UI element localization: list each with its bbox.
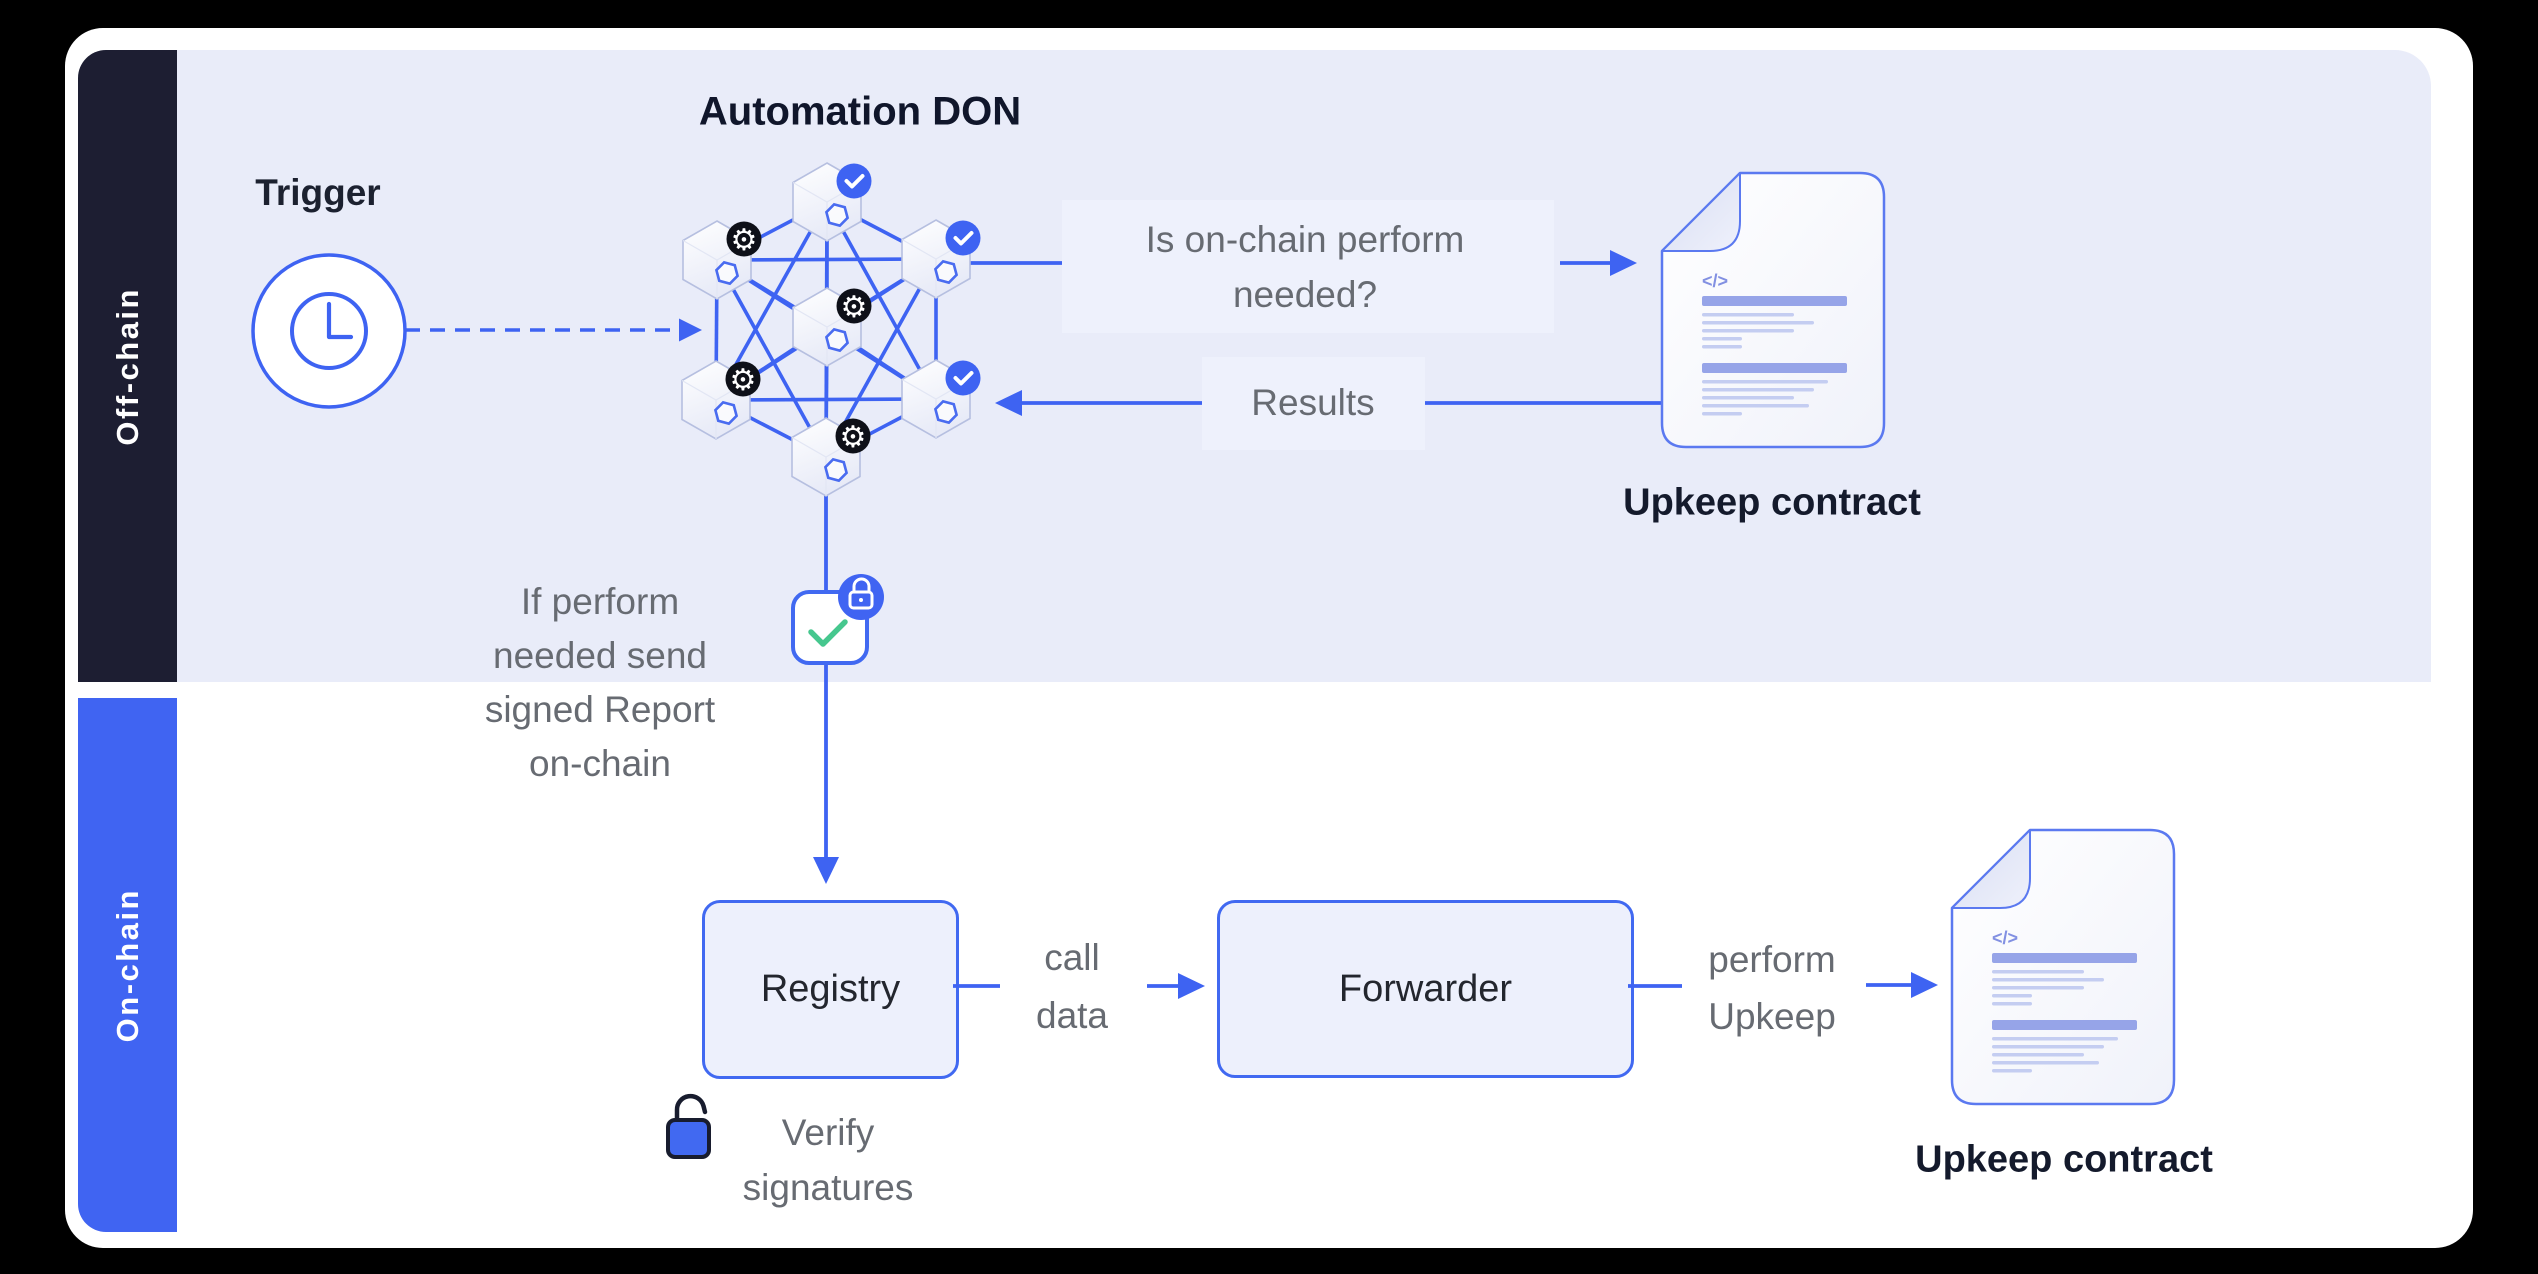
don-node (901, 219, 981, 299)
lock-badge-icon (838, 574, 884, 620)
connectors (813, 250, 1938, 999)
forwarder-box: Forwarder (1217, 900, 1634, 1078)
report-note-line-1: If perform (520, 581, 680, 622)
checkmark-badge-icon (945, 360, 981, 396)
results-label: Results (1251, 382, 1375, 423)
checkmark-badge-icon (836, 163, 872, 199)
call-data-line-1: call (1044, 937, 1100, 978)
don-node: ⚙ (792, 287, 872, 367)
report-note-line-3: signed Report (484, 689, 716, 730)
report-note-line-2: needed send (493, 635, 707, 676)
chainlink-hexagon-icon (713, 400, 739, 426)
question-line-2: needed? (1232, 274, 1378, 315)
trigger-label: Trigger (255, 172, 381, 213)
open-padlock-icon (666, 1093, 711, 1159)
report-note-line-4: on-chain (529, 743, 671, 784)
question-label-box (1062, 200, 1554, 333)
upkeep-contract-label-top: Upkeep contract (1623, 481, 1921, 524)
don-title: Automation DON (698, 89, 1022, 134)
upkeep-contract-icon-top (1660, 171, 1886, 449)
don-node (901, 359, 981, 439)
chainlink-hexagon-icon (824, 327, 850, 353)
check-icon (808, 619, 848, 647)
clock-icon (251, 253, 407, 409)
don-node (792, 162, 872, 242)
gear-badge-icon: ⚙ (726, 221, 762, 257)
forwarder-label: Forwarder (1338, 967, 1513, 1010)
svg-text:⚙: ⚙ (731, 224, 758, 257)
upkeep-contract-label-bottom: Upkeep contract (1915, 1138, 2213, 1181)
offchain-section-bar: Off-chain (78, 50, 177, 682)
onchain-section-bar: On-chain (78, 698, 177, 1232)
gear-badge-icon: ⚙ (725, 361, 761, 397)
trigger-arrow (405, 318, 702, 342)
upkeep-contract-icon-bottom (1950, 828, 2176, 1106)
chainlink-hexagon-icon (824, 202, 850, 228)
svg-text:⚙: ⚙ (730, 364, 757, 397)
question-line-1: Is on-chain perform (1145, 219, 1465, 260)
chainlink-hexagon-icon (933, 399, 959, 425)
registry-label: Registry (760, 968, 901, 1010)
call-data-line-2: data (1035, 995, 1109, 1036)
verify-line-2: signatures (742, 1167, 914, 1208)
results-label-box (1202, 357, 1425, 450)
perform-upkeep-line-2: Upkeep (1708, 996, 1836, 1037)
chainlink-hexagon-icon (933, 259, 959, 285)
registry-box: Registry (702, 900, 959, 1079)
don-node: ⚙ (682, 220, 762, 300)
gear-badge-icon: ⚙ (836, 288, 872, 324)
don-node: ⚙ (681, 360, 761, 440)
gear-badge-icon: ⚙ (835, 418, 871, 454)
checkmark-badge-icon (945, 220, 981, 256)
don-network-nodes: ⚙ ⚙ ⚙ ⚙ (681, 162, 981, 497)
perform-upkeep-line-1: perform (1708, 939, 1836, 980)
don-node: ⚙ (791, 417, 871, 497)
verify-line-1: Verify (781, 1112, 875, 1153)
signed-report-icon (791, 574, 884, 665)
svg-text:⚙: ⚙ (841, 291, 868, 324)
svg-text:⚙: ⚙ (840, 421, 867, 454)
chainlink-hexagon-icon (714, 260, 740, 286)
chainlink-hexagon-icon (823, 457, 849, 483)
